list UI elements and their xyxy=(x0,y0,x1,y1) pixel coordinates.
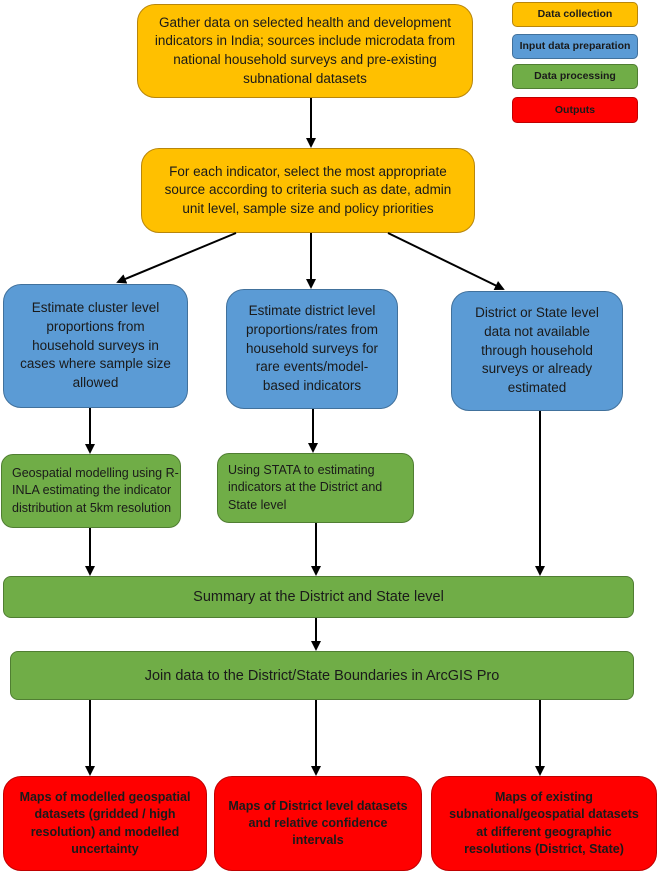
district-level-text: Estimate district level proportions/rate… xyxy=(245,303,379,393)
district-level-box: Estimate district level proportions/rate… xyxy=(226,289,398,409)
select-source-box: For each indicator, select the most appr… xyxy=(141,148,475,233)
state-level-box: District or State level data not availab… xyxy=(451,291,623,411)
legend-outputs-label: Outputs xyxy=(554,103,596,116)
output-district-maps-box: Maps of District level datasets and rela… xyxy=(214,776,422,871)
legend-data-processing: Data processing xyxy=(512,64,638,89)
legend-input-preparation-label: Input data preparation xyxy=(519,40,631,53)
join-data-box: Join data to the District/State Boundari… xyxy=(10,651,634,700)
select-source-text: For each indicator, select the most appr… xyxy=(164,163,452,216)
output-existing-maps-box: Maps of existing subnational/geospatial … xyxy=(431,776,657,871)
output-existing-maps-text: Maps of existing subnational/geospatial … xyxy=(449,790,639,856)
geospatial-modelling-box: Geospatial modelling using R- INLA estim… xyxy=(1,454,181,528)
gather-data-text: Gather data on selected health and devel… xyxy=(154,14,456,86)
output-modelled-maps-text: Maps of modelled geospatial datasets (gr… xyxy=(19,790,191,856)
join-data-text: Join data to the District/State Boundari… xyxy=(144,667,500,684)
stata-estimation-text: Using STATA to estimating indicators at … xyxy=(228,463,383,512)
output-district-maps-text: Maps of District level datasets and rela… xyxy=(228,798,408,848)
cluster-level-box: Estimate cluster level proportions from … xyxy=(3,284,188,408)
output-modelled-maps-box: Maps of modelled geospatial datasets (gr… xyxy=(3,776,207,871)
geospatial-modelling-text: Geospatial modelling using R- INLA estim… xyxy=(12,466,179,515)
summary-text: Summary at the District and State level xyxy=(193,589,444,605)
cluster-level-text: Estimate cluster level proportions from … xyxy=(20,300,171,390)
gather-data-box: Gather data on selected health and devel… xyxy=(137,4,473,98)
legend-input-preparation: Input data preparation xyxy=(512,34,638,59)
stata-estimation-box: Using STATA to estimating indicators at … xyxy=(217,453,414,523)
arrow-select-to-state xyxy=(387,232,505,290)
state-level-text: District or State level data not availab… xyxy=(475,305,599,395)
arrow-select-to-cluster xyxy=(116,232,237,284)
legend-data-collection-label: Data collection xyxy=(537,8,613,21)
legend-data-collection: Data collection xyxy=(512,2,638,27)
legend-outputs: Outputs xyxy=(512,97,638,123)
legend-data-processing-label: Data processing xyxy=(534,70,616,83)
summary-box: Summary at the District and State level xyxy=(3,576,634,618)
